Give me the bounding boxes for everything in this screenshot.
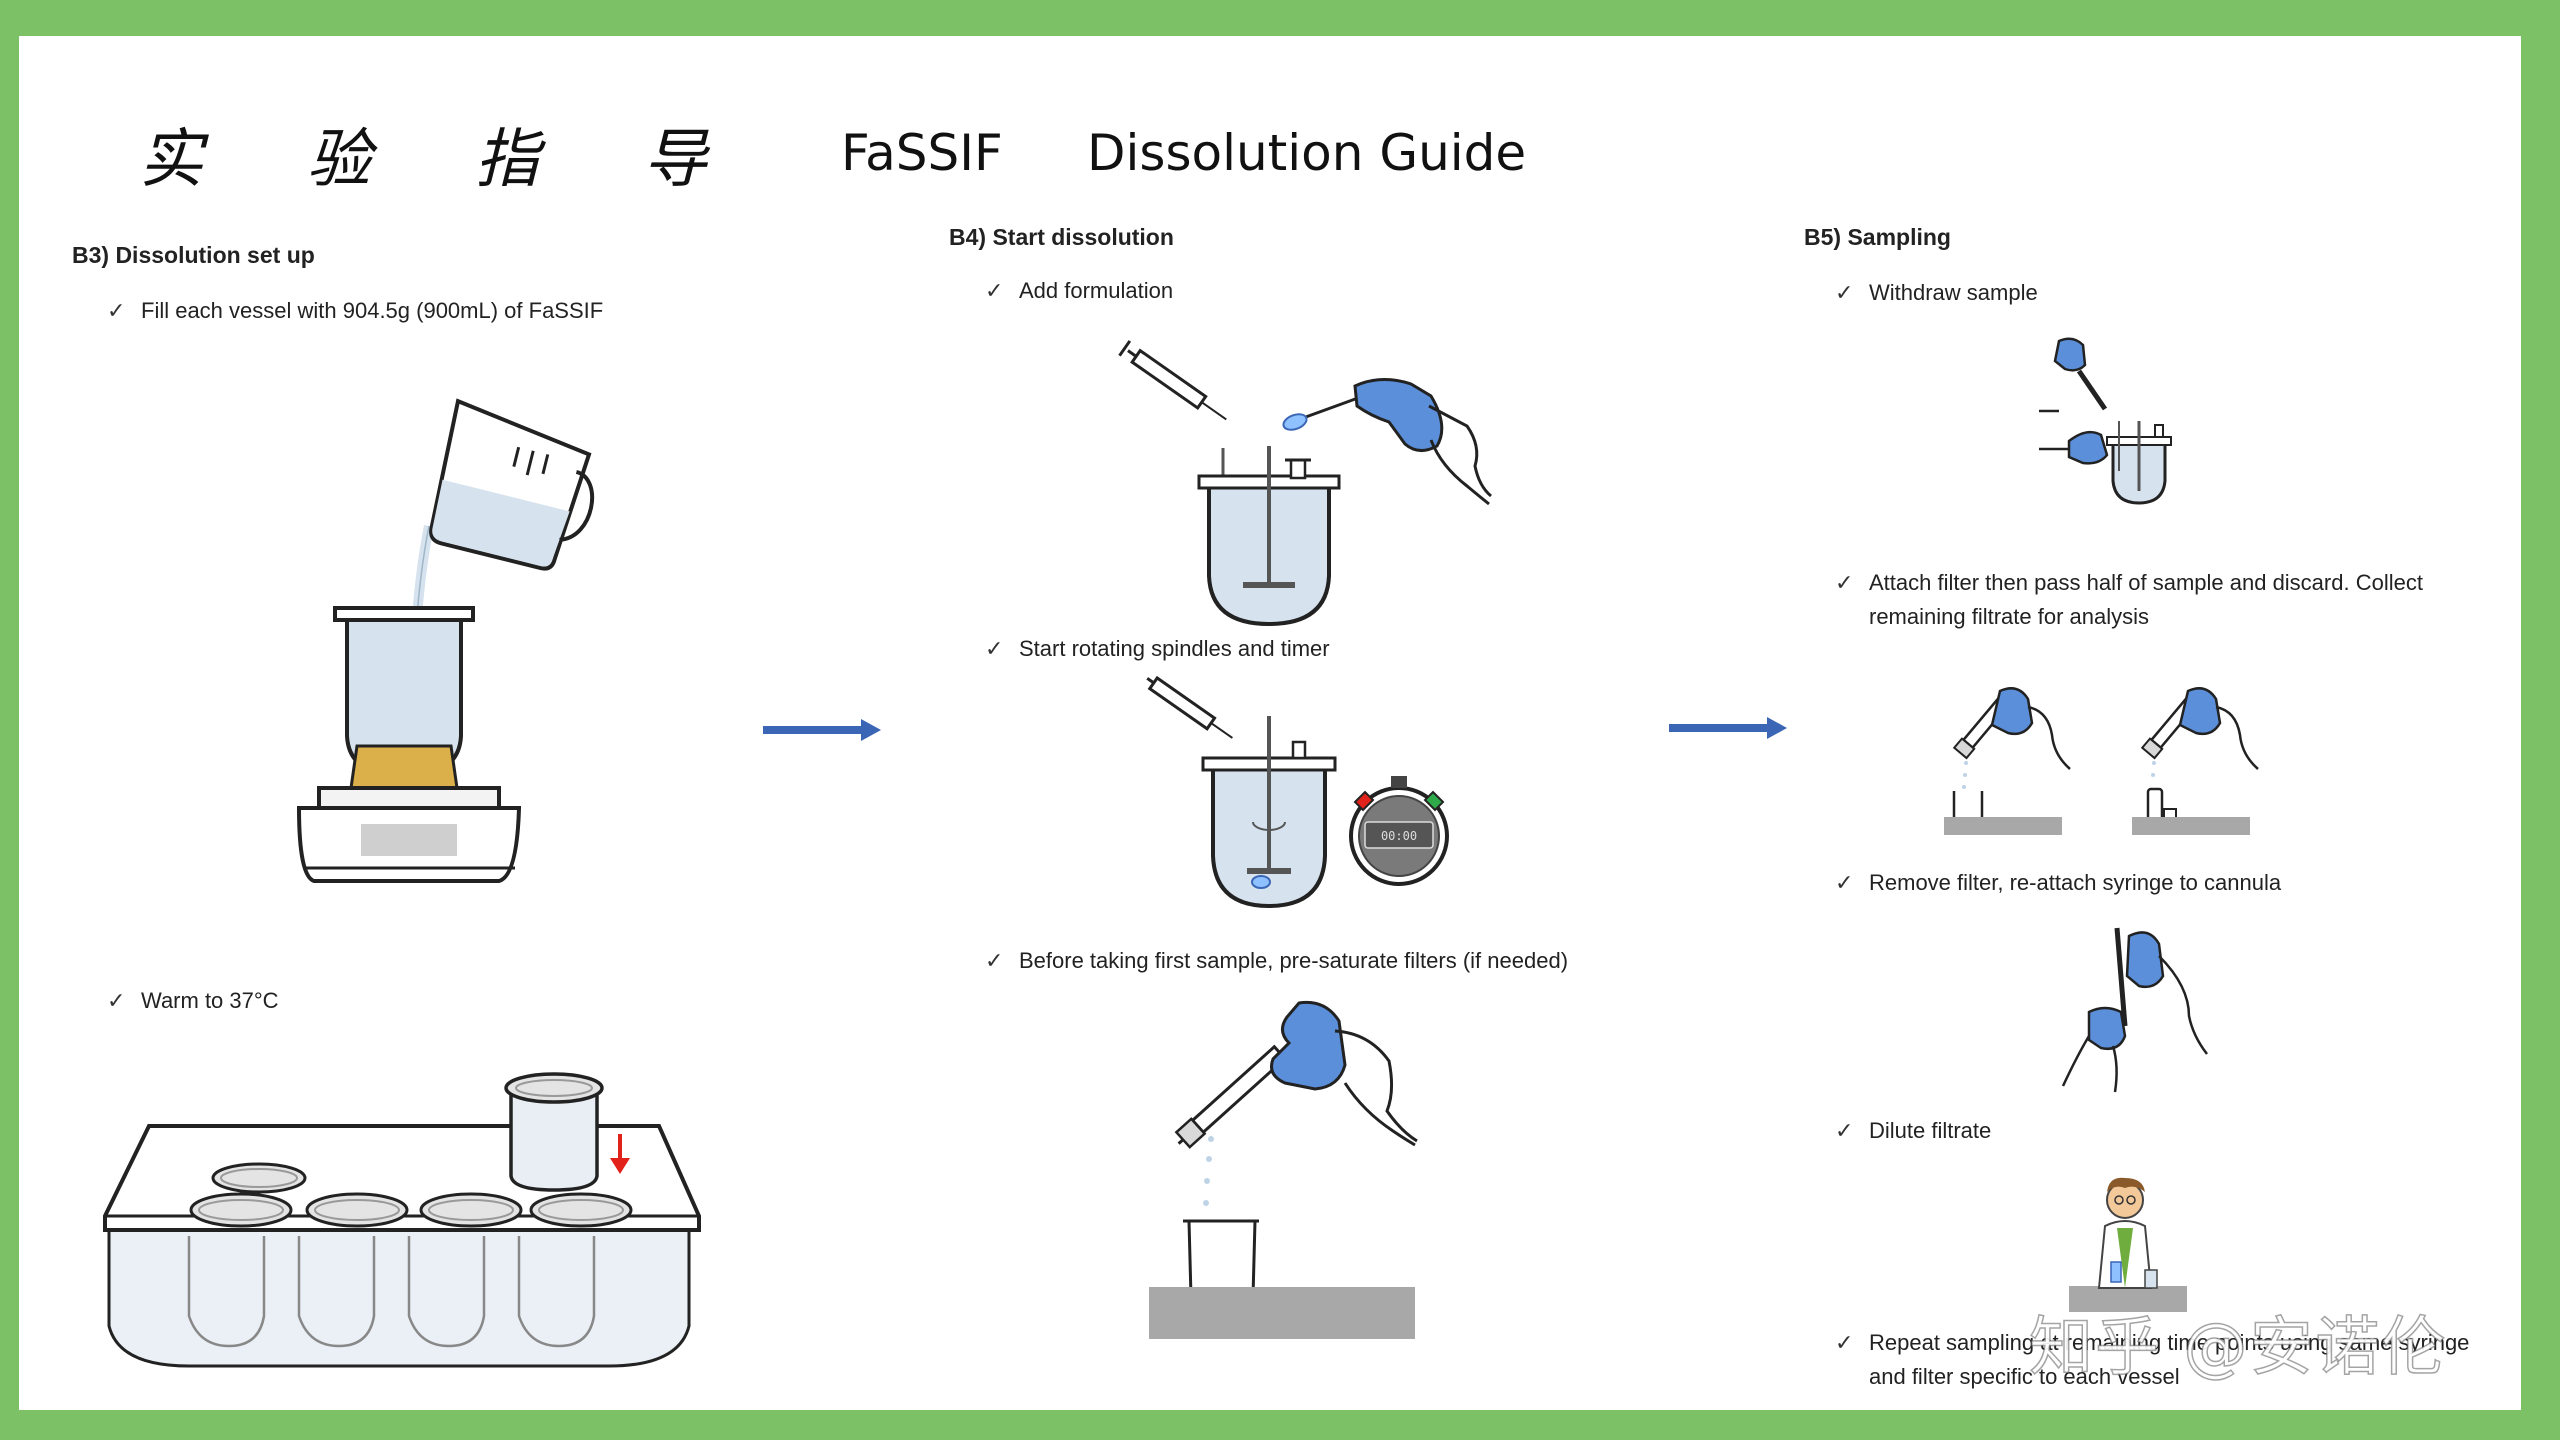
presaturate-filter-illustration bbox=[1149, 1000, 1418, 1339]
b4-step-presaturate-text: Before taking first sample, pre-saturate… bbox=[1019, 948, 1569, 973]
filter-discard-collect-illustration bbox=[1944, 687, 2259, 835]
b5-step-withdraw-text: Withdraw sample bbox=[1869, 280, 2038, 305]
title-char: 验 bbox=[307, 123, 371, 197]
b4-step-rotate-text: Start rotating spindles and timer bbox=[1019, 636, 1330, 661]
b5-step-dilute: ✓ Dilute filtrate bbox=[1835, 1114, 1991, 1148]
check-icon: ✓ bbox=[985, 948, 1004, 973]
b5-step-repeat-line2: and filter specific to each vessel bbox=[1869, 1364, 2180, 1389]
title-dissolution-guide: Dissolution Guide bbox=[1087, 124, 1527, 182]
check-icon: ✓ bbox=[1835, 870, 1854, 895]
b5-step-withdraw: ✓ Withdraw sample bbox=[1835, 276, 2038, 310]
slide-canvas: 实 验 指 导 FaSSIF Dissolution Guide B3) Dissol… bbox=[19, 36, 2521, 1410]
title-fassif: FaSSIF bbox=[841, 124, 1003, 182]
b5-step-filter: ✓ Attach filter then pass half of sample … bbox=[1835, 566, 2423, 634]
b5-heading: B5) Sampling bbox=[1804, 224, 1951, 250]
b5-step-reattach: ✓ Remove filter, re-attach syringe to can… bbox=[1835, 866, 2281, 900]
check-icon: ✓ bbox=[985, 278, 1004, 303]
check-icon: ✓ bbox=[1835, 280, 1854, 305]
check-icon: ✓ bbox=[1835, 1118, 1854, 1143]
timer-display: 00:00 bbox=[1381, 829, 1417, 843]
b5-step-reattach-text: Remove filter, re-attach syringe to cann… bbox=[1869, 870, 2282, 895]
withdraw-sample-illustration bbox=[2039, 337, 2172, 505]
b5-step-repeat: ✓ Repeat sampling at remaining time point… bbox=[1835, 1326, 2469, 1394]
b5-step-repeat-line1: Repeat sampling at remaining time points… bbox=[1869, 1330, 2470, 1355]
balance-pouring-illustration bbox=[296, 398, 595, 883]
rotating-timer-illustration: 00:00 bbox=[1146, 675, 1449, 909]
check-icon: ✓ bbox=[1835, 570, 1854, 595]
b5-step-filter-text: Attach filter then pass half of sample a… bbox=[1869, 566, 2423, 634]
b4-step-add-text: Add formulation bbox=[1019, 278, 1174, 303]
b5-step-dilute-text: Dilute filtrate bbox=[1869, 1118, 1992, 1143]
title-char: 指 bbox=[475, 123, 539, 197]
b3-step-fill-text: Fill each vessel with 904.5g (900mL) of … bbox=[141, 298, 604, 323]
b3-step-warm: ✓ Warm to 37°C bbox=[107, 984, 279, 1018]
b3-step-warm-text: Warm to 37°C bbox=[141, 988, 279, 1013]
b4-step-add: ✓ Add formulation bbox=[985, 274, 1173, 308]
check-icon: ✓ bbox=[107, 988, 126, 1013]
b4-heading: B4) Start dissolution bbox=[949, 224, 1174, 250]
b4-step-rotate: ✓ Start rotating spindles and timer bbox=[985, 632, 1330, 666]
check-icon: ✓ bbox=[1835, 1330, 1854, 1355]
flow-arrow-b4-b5 bbox=[1669, 717, 1787, 739]
title-char: 导 bbox=[643, 123, 707, 197]
b5-step-filter-line1: Attach filter then pass half of sample a… bbox=[1869, 570, 2423, 595]
title-chinese: 实验指导 bbox=[139, 108, 811, 200]
b5-step-filter-line2: remaining filtrate for analysis bbox=[1869, 604, 2150, 629]
water-bath-illustration bbox=[103, 1072, 701, 1368]
b5-step-repeat-text: Repeat sampling at remaining time points… bbox=[1869, 1326, 2469, 1394]
flow-arrow-b3-b4 bbox=[763, 719, 881, 741]
check-icon: ✓ bbox=[107, 298, 126, 323]
add-formulation-illustration bbox=[1118, 340, 1492, 627]
b3-heading: B3) Dissolution set up bbox=[72, 242, 315, 268]
reattach-syringe-illustration bbox=[2061, 927, 2208, 1093]
zhihu-watermark: 知乎 @安诺伦 bbox=[2028, 1310, 2448, 1386]
b3-step-fill: ✓ Fill each vessel with 904.5g (900mL) of… bbox=[107, 294, 603, 328]
title-char: 实 bbox=[139, 123, 203, 197]
scientist-dilute-illustration bbox=[2069, 1177, 2187, 1312]
check-icon: ✓ bbox=[985, 636, 1004, 661]
b4-step-presaturate: ✓ Before taking first sample, pre-saturat… bbox=[985, 944, 1568, 978]
